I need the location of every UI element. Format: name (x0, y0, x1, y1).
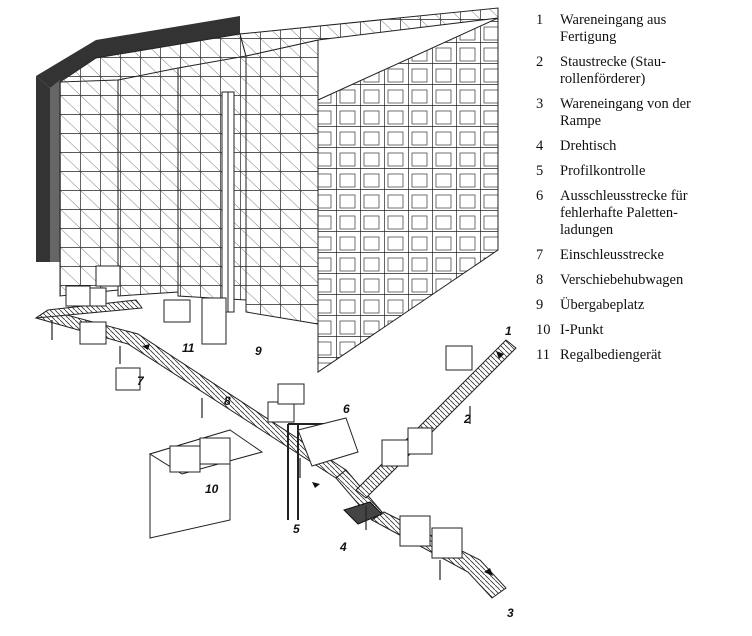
legend-number: 2 (536, 54, 544, 70)
legend-text: I-Punkt (560, 322, 604, 338)
legend-number: 8 (536, 272, 544, 288)
legend-number: 3 (536, 96, 544, 112)
callout-10: 10 (205, 482, 219, 496)
legend-text: Einschleusstrecke (560, 247, 664, 263)
callout-7: 7 (137, 374, 144, 388)
legend-item-3: 3 Wareneingang von der Rampe (536, 96, 748, 130)
legend-text: Ausschleusstrecke für fehlerhafte Palett… (560, 188, 688, 238)
legend-number: 11 (536, 347, 550, 363)
legend-number: 4 (536, 138, 544, 154)
callout-6: 6 (343, 402, 350, 416)
legend-item-11: 11 Regalbediengerät (536, 347, 748, 364)
legend-number: 9 (536, 297, 544, 313)
legend-item-6: 6 Ausschleusstrecke für fehlerhafte Palet… (536, 188, 748, 239)
legend-number: 1 (536, 12, 544, 28)
legend-text: Profilkontrolle (560, 163, 646, 179)
callout-3: 3 (507, 606, 514, 620)
legend-number: 7 (536, 247, 544, 263)
callout-4: 4 (340, 540, 347, 554)
legend-text: Übergabeplatz (560, 297, 645, 313)
legend-item-1: 1 Wareneingang aus Fertigung (536, 12, 748, 46)
callout-5: 5 (293, 522, 300, 536)
legend-text: Staustrecke (Stau- rollenförderer) (560, 54, 666, 87)
legend-text: Verschiebehubwagen (560, 272, 684, 288)
legend-item-7: 7 Einschleusstrecke (536, 247, 748, 264)
callout-2: 2 (464, 412, 471, 426)
legend-item-2: 2 Staustrecke (Stau- rollenförderer) (536, 54, 748, 88)
legend-item-8: 8 Verschiebehubwagen (536, 272, 748, 289)
legend-number: 6 (536, 188, 544, 204)
callout-11: 11 (182, 341, 195, 355)
legend-item-5: 5 Profilkontrolle (536, 163, 748, 180)
legend-text: Drehtisch (560, 138, 617, 154)
legend-list: 1 Wareneingang aus Fertigung 2 Staustrecke… (536, 12, 748, 372)
callout-9: 9 (255, 344, 262, 358)
legend-text: Wareneingang aus Fertigung (560, 12, 667, 45)
legend-item-10: 10 I-Punkt (536, 322, 748, 339)
callout-1: 1 (505, 324, 512, 338)
legend-item-4: 4 Drehtisch (536, 138, 748, 155)
callout-8: 8 (224, 394, 231, 408)
legend-number: 10 (536, 322, 551, 338)
legend-text: Wareneingang von der Rampe (560, 96, 691, 129)
legend-item-9: 9 Übergabeplatz (536, 297, 748, 314)
legend-number: 5 (536, 163, 544, 179)
legend-text: Regalbediengerät (560, 347, 662, 363)
